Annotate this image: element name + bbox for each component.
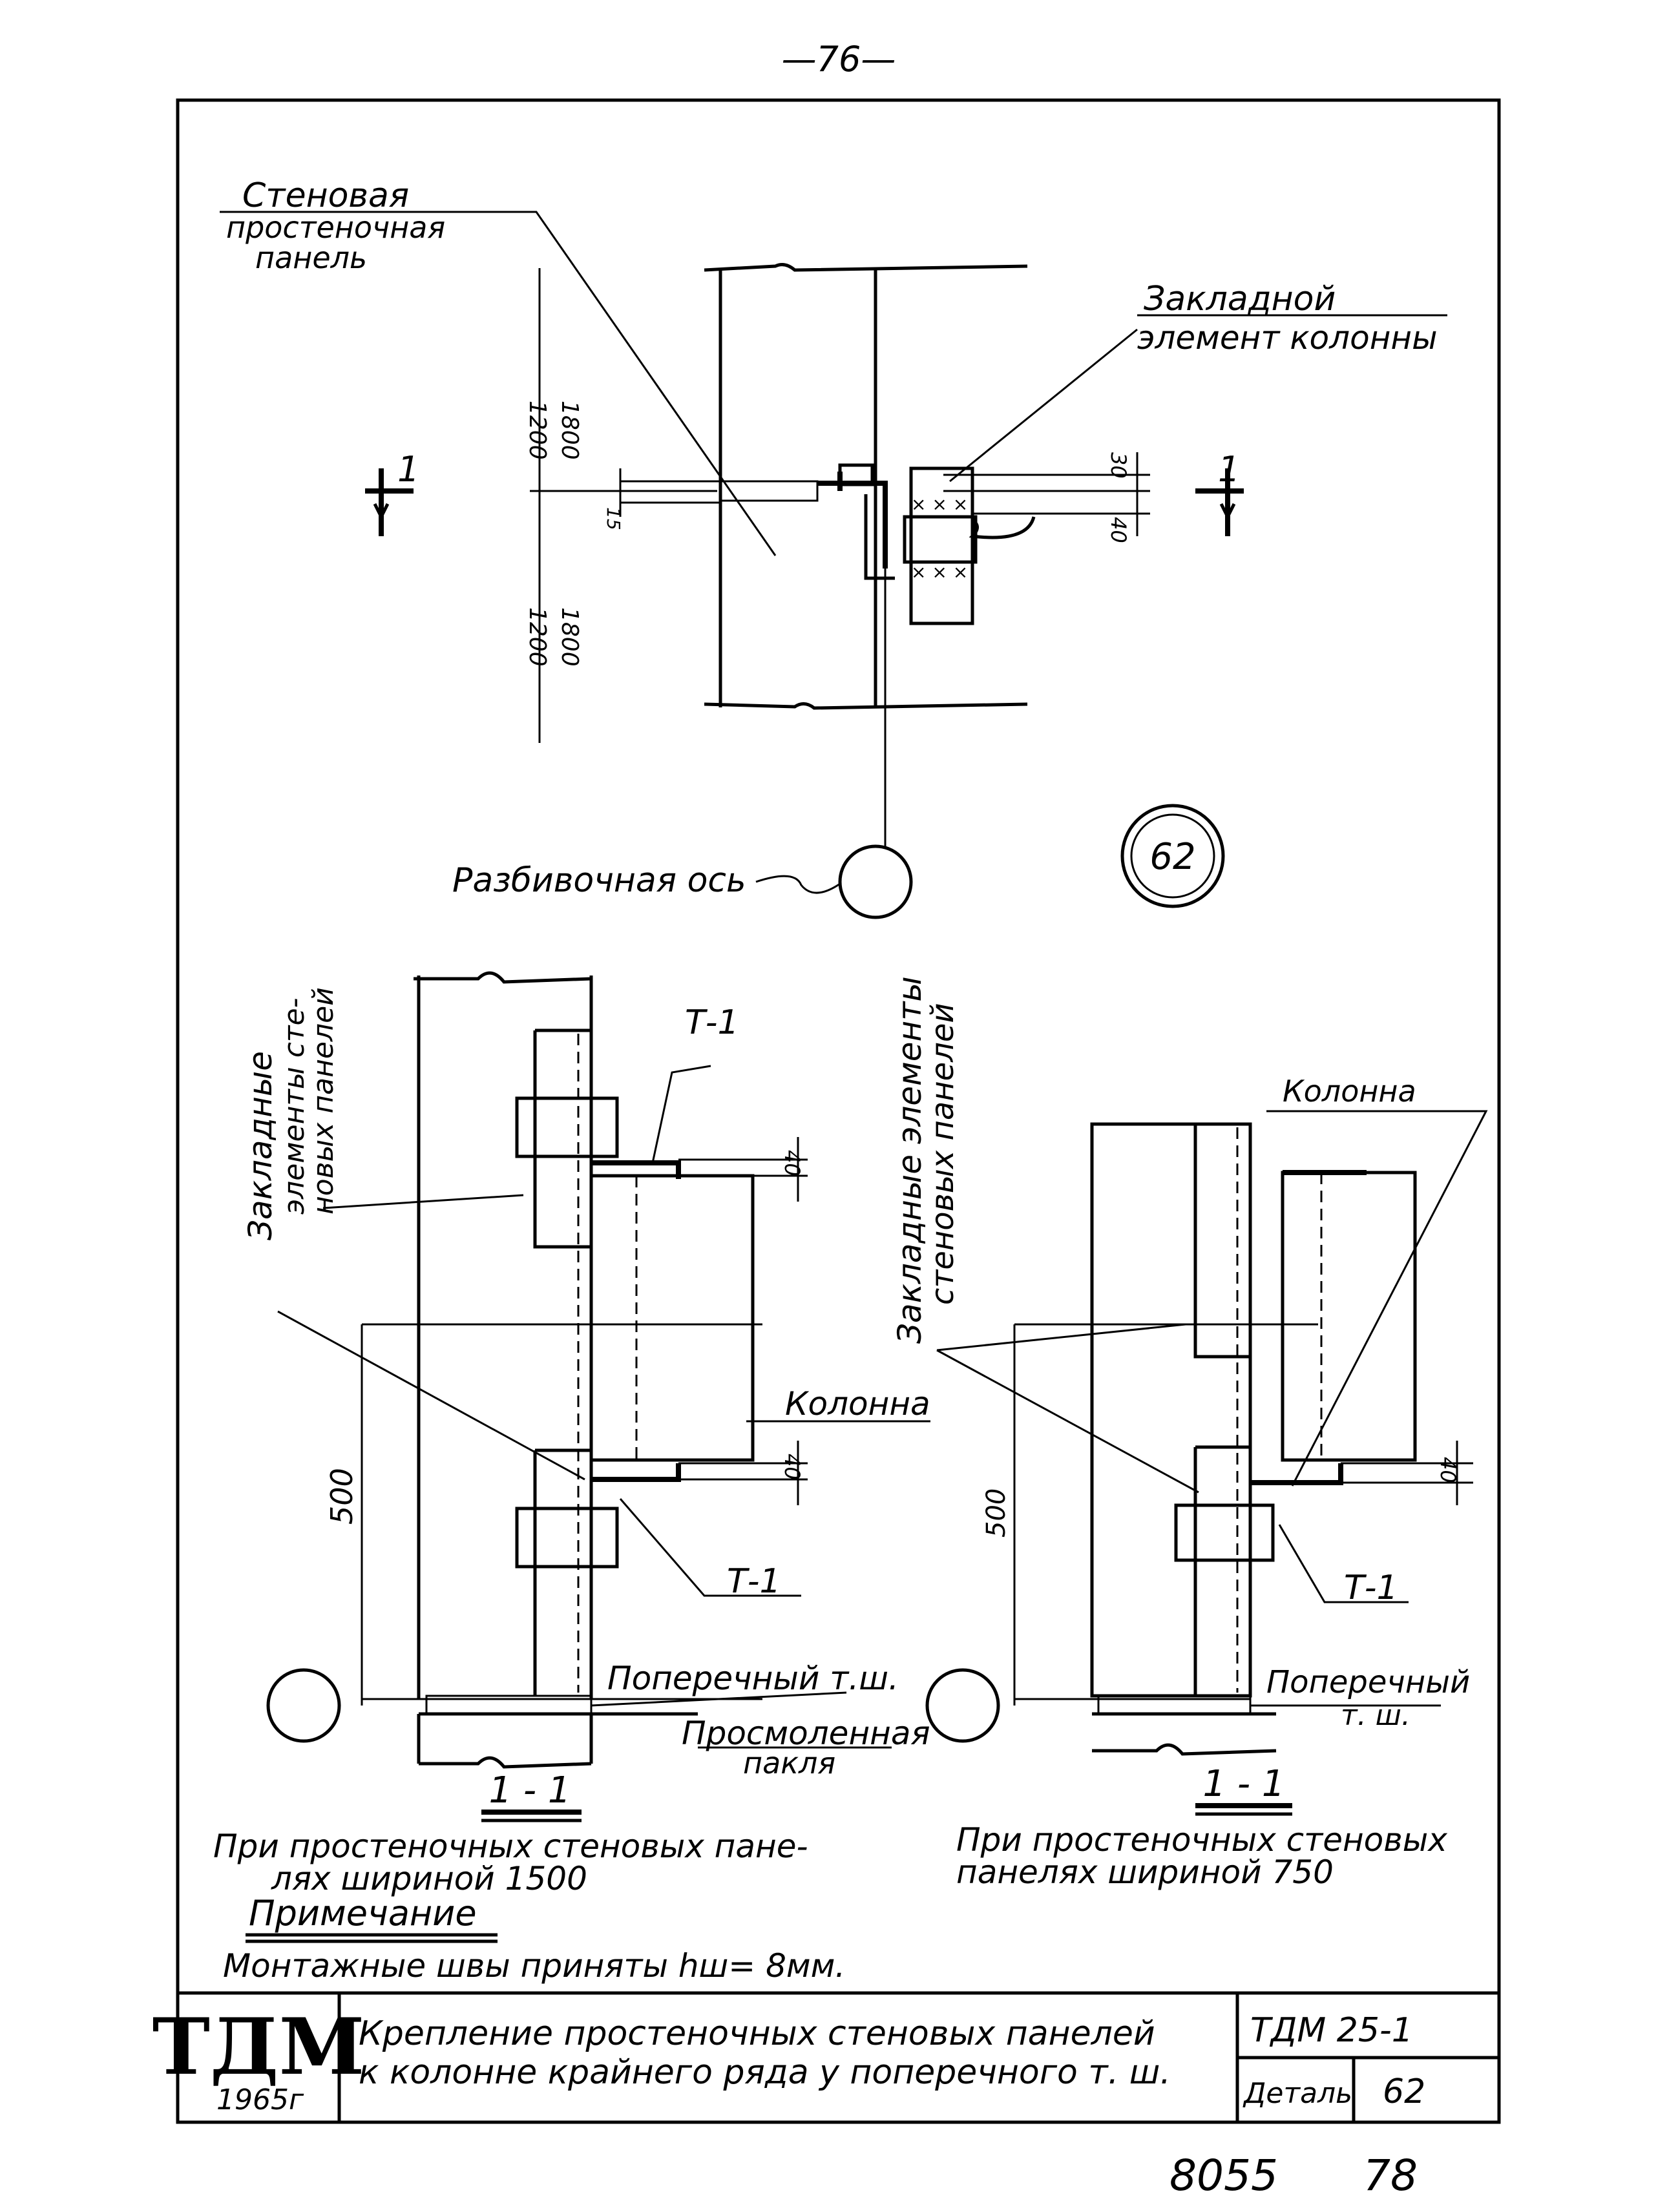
left-embedded-1: Закладные	[242, 1051, 279, 1240]
embedded-label-1: Закладной	[1144, 280, 1336, 318]
right-caption-2: панелях шириной 750	[956, 1853, 1334, 1891]
svg-text:× × ×: × × ×	[911, 561, 968, 583]
sheet-frame	[176, 98, 1501, 2124]
left-t1-top: Т-1	[685, 1003, 739, 1042]
right-embedded-1: Закладные элементы	[891, 976, 928, 1344]
section-left	[266, 971, 930, 1769]
panel-label-3: панель	[255, 240, 367, 275]
title-line-1: Крепление простеночных стеновых панелей	[359, 2014, 1155, 2053]
title-detail-value: 62	[1383, 2072, 1425, 2111]
title-line-2: к колонне крайнего ряда у поперечного т.…	[359, 2053, 1171, 2092]
left-embedded-3: новых панелей	[307, 987, 340, 1215]
left-tow-label-1: Просмоленная	[682, 1715, 930, 1752]
dim-30: 30	[1106, 452, 1131, 479]
footer-right: 78	[1363, 2151, 1418, 2200]
title-year: 1965г	[216, 2083, 304, 2116]
section-right	[925, 1110, 1488, 1756]
left-caption-1: При простеночных стеновых пане-	[213, 1828, 808, 1865]
left-dim-40-top: 40	[780, 1150, 804, 1176]
title-block	[178, 1991, 1499, 2122]
detail-number-circle	[1120, 804, 1225, 908]
section-mark-left: 1	[397, 449, 419, 490]
dim-1200-bot: 1200	[524, 607, 551, 667]
right-dim-40: 40	[1436, 1457, 1460, 1483]
note-text: Монтажные швы приняты hш= 8мм.	[223, 1947, 845, 1985]
panel-label-1: Стеновая	[242, 176, 409, 215]
top-detail: × × × × × ×	[220, 211, 1447, 919]
detail-number: 62	[1149, 836, 1195, 878]
page-number: —76—	[782, 39, 896, 79]
dim-1800-top: 1800	[556, 401, 583, 460]
left-joint-label: Поперечный т.ш.	[607, 1660, 899, 1697]
embedded-label-2: элемент колонны	[1137, 319, 1438, 357]
axis-circle	[838, 844, 913, 919]
left-tow-label-2: пакля	[743, 1746, 835, 1780]
title-code: ТДМ 25-1	[1250, 2011, 1413, 2050]
right-joint-label-2: т. ш.	[1341, 1699, 1411, 1732]
dim-1200-top: 1200	[524, 401, 551, 460]
svg-text:× × ×: × × ×	[911, 494, 968, 515]
axis-circle-right	[925, 1668, 1000, 1743]
dim-1800-bot: 1800	[556, 607, 583, 667]
axis-label: Разбивочная ось	[452, 861, 746, 900]
right-t1-label: Т-1	[1344, 1569, 1398, 1607]
left-dim-40-bot: 40	[780, 1454, 804, 1480]
dim-40: 40	[1106, 517, 1131, 543]
right-embedded-2: стеновых панелей	[925, 1003, 961, 1305]
right-section-title: 1 - 1	[1202, 1763, 1285, 1805]
left-embedded-2: элементы сте-	[278, 998, 311, 1215]
right-caption-1: При простеночных стеновых	[956, 1821, 1447, 1859]
right-joint-label-1: Поперечный	[1266, 1664, 1470, 1700]
left-column-label: Колонна	[785, 1385, 930, 1423]
left-dim-500: 500	[324, 1468, 359, 1525]
footer-left: 8055	[1169, 2151, 1278, 2200]
left-caption-2: лях шириной 1500	[271, 1860, 587, 1897]
dim-15: 15	[603, 507, 624, 530]
left-t1-bot: Т-1	[727, 1562, 781, 1601]
note-heading: Примечание	[249, 1893, 477, 1934]
right-column-label: Колонна	[1283, 1074, 1416, 1109]
tdm-logo: ТДМ	[152, 2001, 365, 2092]
section-mark-right: 1	[1218, 449, 1240, 490]
panel-label-2: простеночная	[226, 210, 445, 245]
axis-circle-left	[266, 1668, 341, 1743]
left-section-title: 1 - 1	[488, 1769, 571, 1811]
right-dim-500: 500	[981, 1488, 1011, 1538]
title-detail-label: Деталь	[1243, 2077, 1352, 2110]
